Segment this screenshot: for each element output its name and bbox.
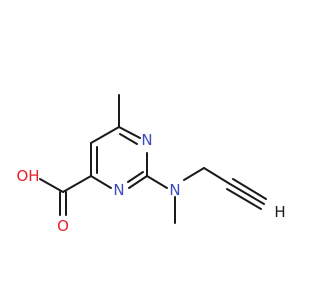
- bond-c6-c5: [90, 126, 120, 144]
- bond-alkyne-2: [232, 178, 267, 200]
- atom-o-hydroxyl: OH: [16, 167, 39, 185]
- atom-h-terminal: H: [274, 203, 285, 221]
- bond-c4-n3: [90, 175, 112, 189]
- bond-namine-ch2: [183, 167, 205, 181]
- bond-alkyne-3: [226, 188, 262, 210]
- bond-n1-c6-outer: [118, 126, 141, 139]
- bond-ch2-alkyne-c: [203, 167, 231, 185]
- bond-ccooh-oh: [39, 178, 64, 193]
- bond-c4-ccooh: [62, 175, 92, 193]
- atom-o-carbonyl: O: [57, 217, 69, 235]
- atom-n-ring-bottom: N: [113, 181, 124, 199]
- bond-c2-namine: [146, 175, 168, 189]
- molecule-structure: N N N OH O H: [16, 94, 286, 235]
- bond-alkyne-1: [229, 183, 265, 205]
- bond-n1-c6-inner: [119, 133, 138, 145]
- bond-n3-c2-inner: [127, 171, 144, 183]
- atom-n-ring-top: N: [141, 131, 152, 149]
- bond-n3-c2: [128, 175, 148, 189]
- atom-n-amine: N: [169, 181, 180, 199]
